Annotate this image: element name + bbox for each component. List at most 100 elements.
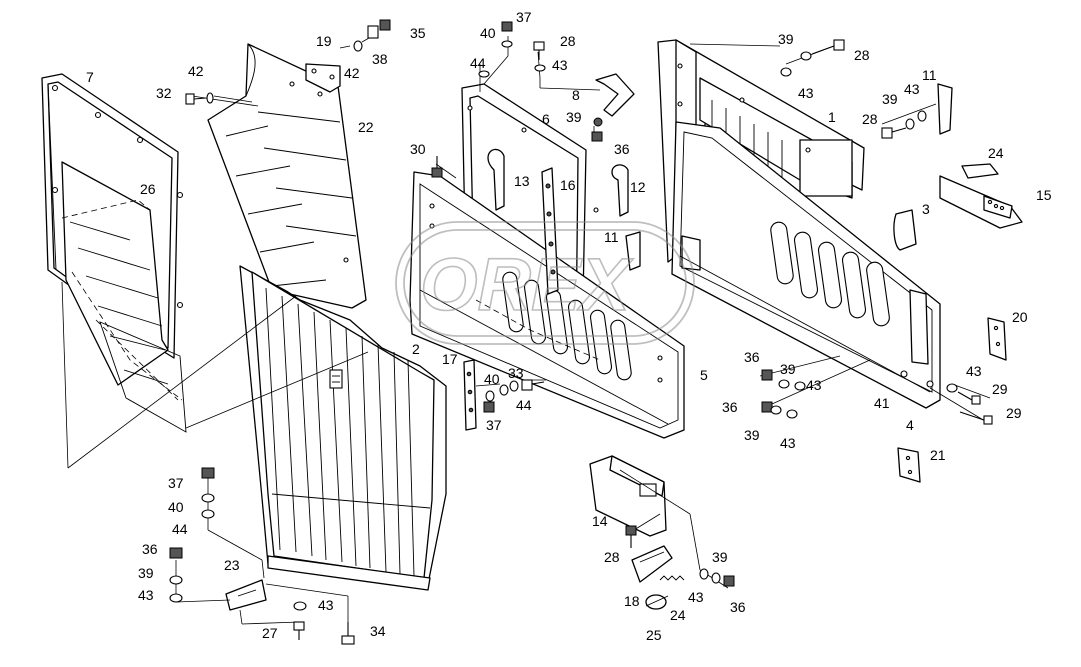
callout-16: 16	[560, 177, 576, 193]
watermark-logo: OREX	[395, 221, 695, 345]
callout-14: 14	[592, 513, 608, 529]
callout-26: 26	[140, 181, 156, 197]
callout-27: 27	[262, 625, 278, 641]
callout-40a: 40	[480, 25, 496, 41]
callout-35: 35	[410, 25, 426, 41]
part-11-bracket-lower	[625, 231, 641, 271]
part-11-bracket-upper	[937, 83, 953, 135]
part-24-spring	[659, 575, 685, 581]
callout-44c: 44	[172, 521, 188, 537]
callout-40c: 40	[168, 499, 184, 515]
callout-28d: 28	[604, 549, 620, 565]
callout-43g: 43	[688, 589, 704, 605]
part-17-strip	[463, 359, 477, 431]
callout-43e: 43	[780, 435, 796, 451]
callout-20: 20	[1012, 309, 1028, 325]
callout-labels: 7 26 42 32 19 22 42 38 35 37 40 44 28 43…	[86, 9, 1052, 643]
leader-lines	[61, 33, 991, 625]
part-15-bracket	[939, 175, 1023, 229]
callout-44a: 44	[470, 55, 486, 71]
callout-43i: 43	[318, 597, 334, 613]
part-21-plate	[897, 447, 921, 483]
callout-7: 7	[86, 69, 94, 85]
callout-4: 4	[906, 417, 914, 433]
part-2-front-panel	[239, 265, 447, 591]
part-12-hinge	[611, 164, 629, 217]
callout-43a: 43	[552, 57, 568, 73]
callout-21: 21	[930, 447, 946, 463]
part-16-strip	[541, 167, 559, 295]
callout-18: 18	[624, 593, 640, 609]
callout-17: 17	[442, 351, 458, 367]
callout-28a: 28	[560, 33, 576, 49]
callout-43h: 43	[138, 587, 154, 603]
callout-37c: 37	[168, 475, 184, 491]
callout-36a: 36	[614, 141, 630, 157]
part-20-plate	[987, 317, 1007, 361]
callout-3: 3	[922, 201, 930, 217]
callout-43d: 43	[806, 377, 822, 393]
callout-39g: 39	[138, 565, 154, 581]
callout-39c: 39	[882, 91, 898, 107]
part-8-hinge	[595, 73, 635, 117]
callout-22: 22	[358, 119, 374, 135]
callout-28b: 28	[854, 47, 870, 63]
callout-42b: 42	[344, 65, 360, 81]
part-19-bracket	[305, 63, 341, 93]
part-4-right-panel	[671, 121, 941, 409]
callout-38: 38	[372, 51, 388, 67]
part-22-sloped-panel	[207, 43, 367, 309]
callout-2: 2	[412, 341, 420, 357]
callout-43c: 43	[904, 81, 920, 97]
part-5-slotted-panel	[409, 171, 685, 439]
callout-39a: 39	[566, 109, 582, 125]
callout-24b: 24	[670, 607, 686, 623]
callout-24a: 24	[988, 145, 1004, 161]
callout-1: 1	[828, 109, 836, 125]
callout-30: 30	[410, 141, 426, 157]
callout-39e: 39	[744, 427, 760, 443]
callout-5: 5	[700, 367, 708, 383]
callout-36d: 36	[730, 599, 746, 615]
callout-33: 33	[508, 365, 524, 381]
callout-36b: 36	[744, 349, 760, 365]
part-13-hinge	[487, 148, 505, 211]
callout-34: 34	[370, 623, 386, 639]
callout-29a: 29	[992, 381, 1008, 397]
part-25-clip	[645, 594, 669, 610]
callout-28c: 28	[862, 111, 878, 127]
callout-23: 23	[224, 557, 240, 573]
part-14-box	[589, 455, 667, 537]
callout-39b: 39	[778, 31, 794, 47]
callout-37b: 37	[486, 417, 502, 433]
callout-32: 32	[156, 85, 172, 101]
callout-11a: 11	[604, 229, 619, 245]
callout-29b: 29	[1006, 405, 1022, 421]
hardware	[169, 19, 993, 645]
part-26-louver-panel	[61, 161, 187, 433]
callout-19: 19	[316, 33, 332, 49]
callout-37a: 37	[516, 9, 532, 25]
callout-6: 6	[542, 111, 550, 127]
part-18-plate	[631, 545, 673, 583]
callout-11b: 11	[922, 67, 937, 83]
callout-8: 8	[572, 87, 580, 103]
callout-12: 12	[630, 179, 646, 195]
callout-43b: 43	[798, 85, 814, 101]
callout-15: 15	[1036, 187, 1052, 203]
callout-42: 42	[188, 63, 204, 79]
svg-text:OREX: OREX	[420, 243, 634, 326]
callout-13: 13	[514, 173, 530, 189]
callout-25: 25	[646, 627, 662, 643]
callout-36e: 36	[142, 541, 158, 557]
part-3-clip	[893, 209, 917, 251]
part-23-strap	[225, 579, 267, 611]
part-24-plate-upper	[961, 163, 999, 179]
callout-44b: 44	[516, 397, 532, 413]
callout-41: 41	[874, 395, 890, 411]
callout-39d: 39	[780, 361, 796, 377]
callout-36c: 36	[722, 399, 738, 415]
callout-40b: 40	[484, 371, 500, 387]
callout-39f: 39	[712, 549, 728, 565]
